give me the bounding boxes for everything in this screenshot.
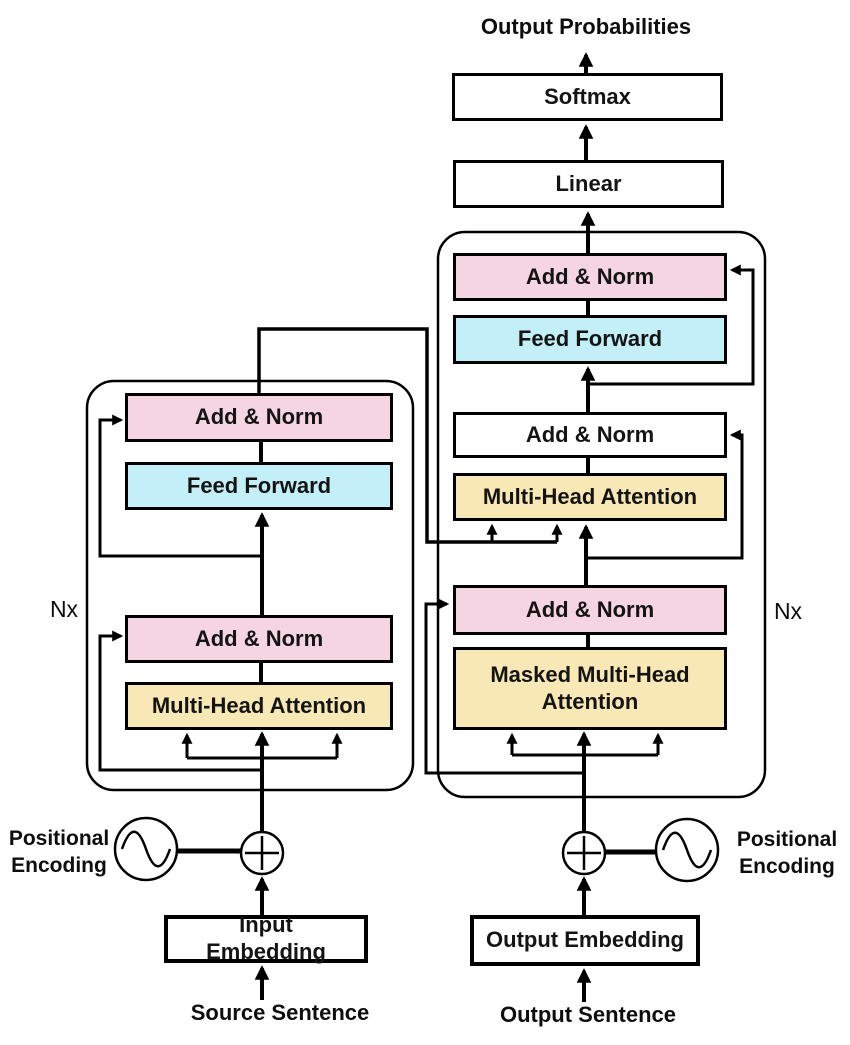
decoder-container	[436, 230, 767, 799]
positional-encoding-line2: Encoding	[11, 854, 107, 877]
encoder-add-norm-bottom-box: Add & Norm	[125, 615, 393, 663]
sine-wave-icon	[661, 831, 713, 869]
decoder-add-norm-top-box: Add & Norm	[453, 253, 727, 301]
decoder-residual-top	[588, 264, 755, 386]
positional-encoding-label-left: Positional Encoding	[0, 825, 118, 879]
encoder-add-norm-top-box: Add & Norm	[125, 393, 393, 442]
decoder-feed-forward-box: Feed Forward	[453, 315, 727, 364]
encoder-nx-label: Nx	[49, 596, 79, 622]
positional-encoding-line1: Positional	[736, 828, 838, 851]
linear-box: Linear	[453, 160, 724, 208]
decoder-multi-head-attention-box: Multi-Head Attention	[453, 473, 727, 521]
encoder-container	[85, 379, 415, 792]
encoder-to-decoder-line	[257, 327, 557, 544]
sine-wave-icon	[120, 830, 172, 868]
positional-encoding-icon-right	[654, 817, 720, 883]
output-probabilities-label: Output Probabilities	[480, 14, 692, 39]
positional-encoding-line1: Positional	[8, 827, 110, 850]
positional-encoding-icon-left	[113, 816, 179, 882]
positional-encoding-label-right: Positional Encoding	[728, 826, 846, 880]
output-sentence-label: Output Sentence	[499, 1002, 676, 1027]
softmax-box: Softmax	[452, 73, 723, 121]
decoder-residual-cross	[586, 429, 744, 560]
decoder-add-norm-bottom-box: Add & Norm	[453, 585, 727, 635]
encoder-multi-head-attention-box: Multi-Head Attention	[125, 682, 393, 730]
decoder-add-norm-middle-box: Add & Norm	[453, 412, 727, 458]
decoder-nx-label: Nx	[773, 598, 803, 624]
plus-icon	[245, 836, 279, 870]
input-embedding-box: Input Embedding	[164, 912, 368, 964]
encoder-residual-lower	[98, 630, 262, 772]
source-sentence-label: Source Sentence	[190, 1000, 370, 1025]
encoder-residual-upper	[98, 414, 262, 558]
decoder-masked-multi-head-attention-box: Masked Multi-Head Attention	[453, 647, 727, 730]
plus-icon	[567, 836, 601, 870]
positional-encoding-line2: Encoding	[739, 855, 835, 878]
add-operator-left	[239, 830, 285, 876]
output-embedding-box: Output Embedding	[470, 915, 700, 966]
decoder-residual-masked	[424, 598, 584, 775]
encoder-feed-forward-box: Feed Forward	[125, 462, 393, 510]
add-operator-right	[561, 830, 607, 876]
